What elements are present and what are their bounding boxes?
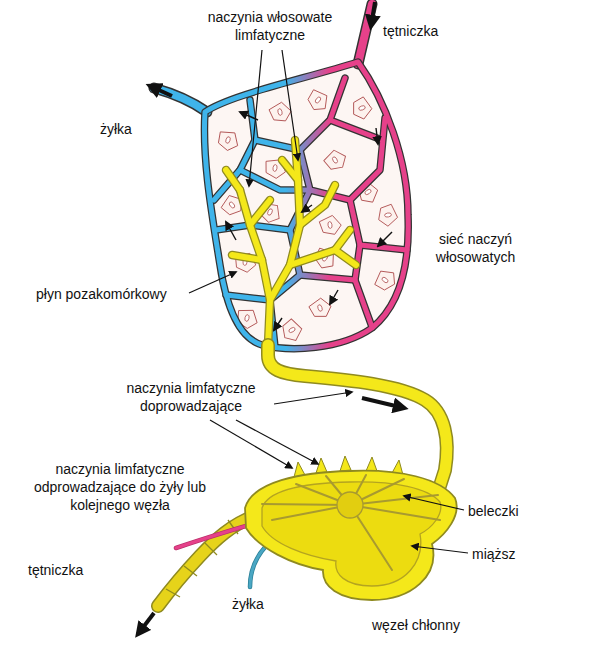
part-label: sieć naczyń włosowatych xyxy=(418,230,533,266)
tissue-cell xyxy=(278,317,305,345)
part-label: naczynia włosowate limfatyczne xyxy=(190,8,350,44)
lymph-capillary-outline xyxy=(226,140,356,345)
capillary-outline xyxy=(204,62,408,349)
leader-line xyxy=(412,546,468,553)
arteriole xyxy=(358,4,372,64)
tissue-cells xyxy=(215,87,400,345)
efferent-flow-arrow xyxy=(138,613,154,634)
flow-arrow xyxy=(376,128,378,144)
valve xyxy=(166,589,180,597)
leader-line xyxy=(249,50,262,186)
part-label: żyłka xyxy=(232,595,302,613)
lymph-node-body xyxy=(245,471,457,600)
part-label: żyłka xyxy=(100,120,170,138)
capillary-network xyxy=(204,62,408,349)
tissue-fill xyxy=(204,62,408,349)
trabeculae xyxy=(262,475,440,570)
valve xyxy=(205,543,217,555)
flow-arrows xyxy=(226,112,392,330)
flow-arrow xyxy=(226,222,236,240)
inflow-arrow xyxy=(371,2,375,26)
leader-line xyxy=(282,50,298,160)
part-label: beleczki xyxy=(468,502,558,520)
node-cortex xyxy=(262,482,441,586)
node-medulla xyxy=(337,492,363,518)
part-label: węzeł chłonny xyxy=(372,616,492,634)
flow-arrow xyxy=(330,290,338,304)
tissue-cell xyxy=(308,296,334,321)
leader-line xyxy=(236,420,318,464)
afferent-spike xyxy=(340,456,351,471)
node-venule xyxy=(250,546,266,587)
tissue-cell xyxy=(319,214,343,236)
flow-arrow xyxy=(378,232,392,246)
part-label: miąższ xyxy=(472,545,552,563)
part-label: naczynia limfatyczne odprowadzające do ż… xyxy=(22,460,218,514)
flow-arrow xyxy=(302,205,312,212)
part-label: tętniczka xyxy=(28,561,118,579)
lymph-flow-arrow xyxy=(362,398,404,408)
leader-line xyxy=(189,272,236,293)
leader-line xyxy=(404,496,464,510)
part-label: naczynia limfatyczne doprowadzające xyxy=(110,379,272,415)
node-venule-outline xyxy=(250,546,266,587)
tissue-cell xyxy=(349,96,374,122)
leader-lines xyxy=(189,50,468,553)
trabecula xyxy=(350,505,440,520)
leader-line xyxy=(274,392,352,404)
afferent-spike xyxy=(316,458,327,473)
valve xyxy=(184,566,197,576)
tissue-cell xyxy=(215,128,241,153)
tissue-cell xyxy=(304,87,332,115)
arteriole-outline xyxy=(358,4,372,64)
outflow-arrow xyxy=(150,86,172,96)
lymph-capillaries xyxy=(226,140,356,345)
part-label: płyn pozakomórkowy xyxy=(36,285,188,303)
flow-arrow xyxy=(274,318,282,330)
part-label: tętniczka xyxy=(383,22,473,40)
afferent-spike xyxy=(366,457,377,471)
tissue-cell xyxy=(322,147,350,174)
tissue-cell xyxy=(376,204,398,228)
